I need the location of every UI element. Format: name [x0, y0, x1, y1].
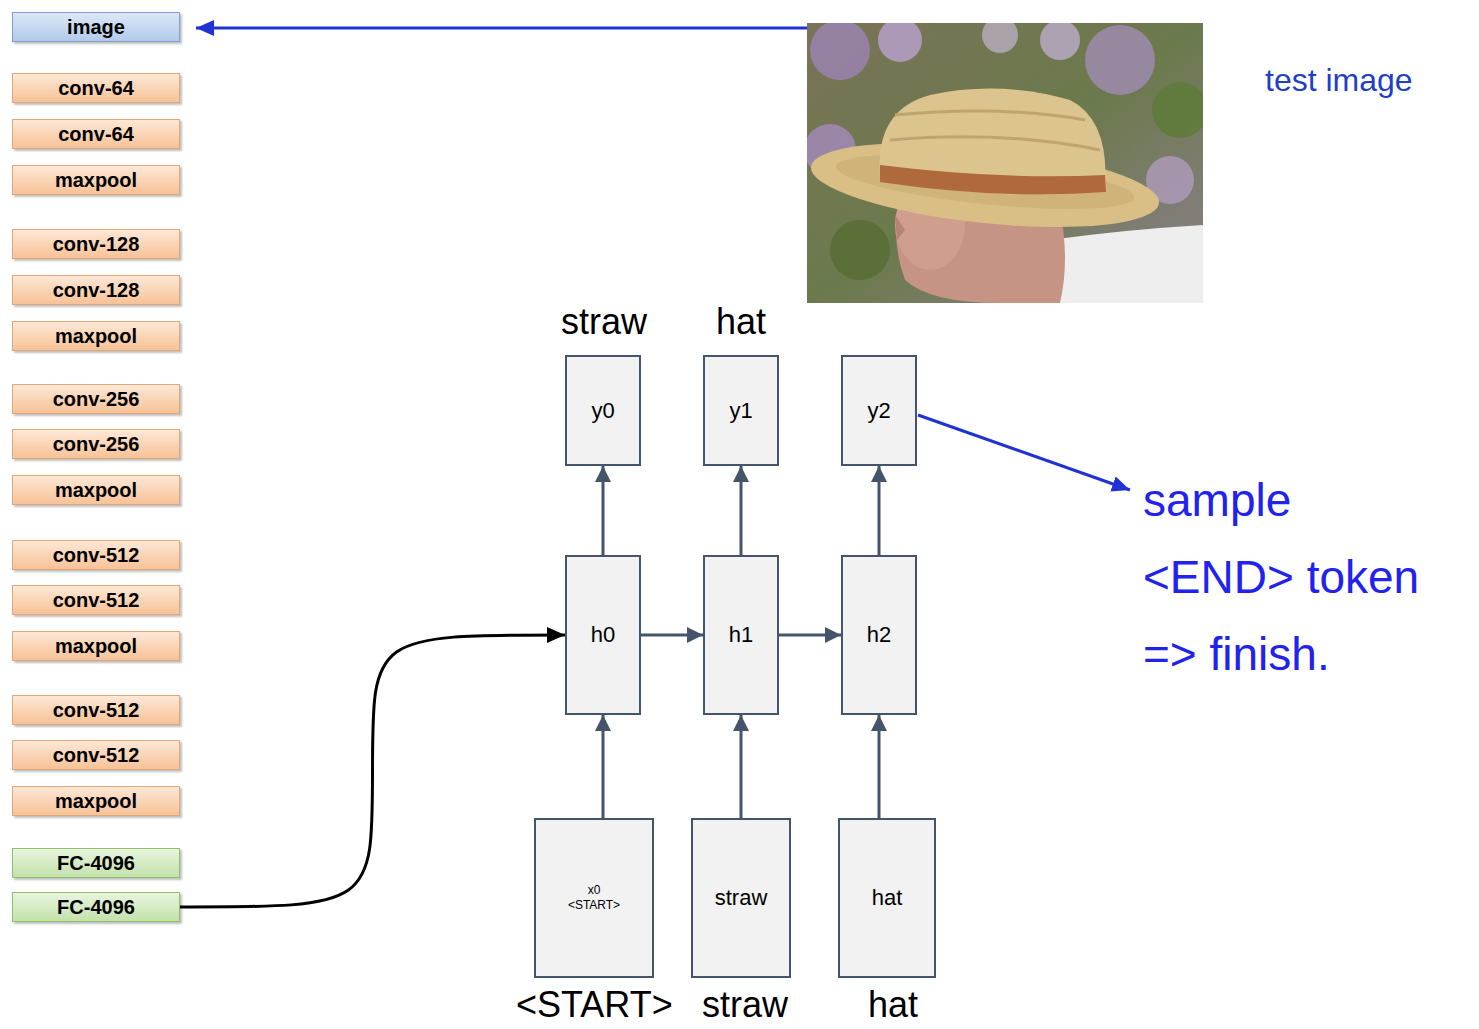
box-text: maxpool	[55, 325, 137, 348]
conv-layer: conv-256	[12, 429, 180, 459]
output-word: hat	[716, 300, 766, 344]
photo-caption: test image	[1265, 60, 1413, 100]
conv-layer: conv-128	[12, 229, 180, 259]
box-text: conv-512	[53, 699, 140, 722]
hidden-box: h2	[841, 555, 917, 715]
flow-arrow	[878, 466, 881, 555]
box-text: <START>	[568, 898, 620, 913]
box-text: h1	[729, 622, 753, 648]
pool-layer: maxpool	[12, 475, 180, 505]
box-text: maxpool	[55, 790, 137, 813]
input-token-box: straw	[691, 818, 791, 978]
box-text: y1	[729, 398, 752, 424]
conv-layer: conv-128	[12, 275, 180, 305]
flow-arrow	[641, 634, 703, 637]
box-text: conv-512	[53, 744, 140, 767]
box-text: conv-256	[53, 433, 140, 456]
box-text: y0	[591, 398, 614, 424]
test-photo	[807, 23, 1203, 303]
box-text: conv-128	[53, 279, 140, 302]
input-token-box: hat	[838, 818, 936, 978]
input-word: hat	[868, 985, 918, 1025]
conv-layer: conv-64	[12, 119, 180, 149]
box-text: FC-4096	[57, 896, 135, 919]
box-text: maxpool	[55, 169, 137, 192]
sample-note: sample <END> token => finish.	[1143, 462, 1438, 693]
input-arrow	[196, 27, 807, 30]
fc-layer: FC-4096	[12, 892, 180, 922]
box-text: conv-512	[53, 544, 140, 567]
box-text: conv-64	[58, 77, 134, 100]
box-text: image	[67, 16, 125, 39]
conv-layer: conv-256	[12, 384, 180, 414]
output-box: y1	[703, 355, 779, 466]
flow-arrow	[740, 466, 743, 555]
hidden-box: h0	[565, 555, 641, 715]
box-text: maxpool	[55, 635, 137, 658]
box-text: conv-64	[58, 123, 134, 146]
conv-layer: conv-512	[12, 740, 180, 770]
flow-arrow	[602, 715, 605, 818]
pool-layer: maxpool	[12, 165, 180, 195]
pool-layer: maxpool	[12, 786, 180, 816]
box-text: conv-256	[53, 388, 140, 411]
box-text: hat	[872, 885, 903, 911]
conv-layer: conv-512	[12, 695, 180, 725]
sample-arrow	[918, 415, 1130, 490]
pool-layer: maxpool	[12, 631, 180, 661]
box-text: FC-4096	[57, 852, 135, 875]
flow-arrow	[779, 634, 841, 637]
box-text: y2	[867, 398, 890, 424]
flow-arrow	[740, 715, 743, 818]
conv-layer: conv-512	[12, 585, 180, 615]
box-text: straw	[715, 885, 768, 911]
flow-arrow	[602, 466, 605, 555]
box-text: conv-128	[53, 233, 140, 256]
input-box: image	[12, 12, 180, 42]
output-box: y2	[841, 355, 917, 466]
box-text: conv-512	[53, 589, 140, 612]
box-text: h2	[867, 622, 891, 648]
hidden-box: h1	[703, 555, 779, 715]
fc-layer: FC-4096	[12, 848, 180, 878]
flow-arrow	[878, 715, 881, 818]
input-word: <START>	[516, 985, 673, 1025]
conv-layer: conv-64	[12, 73, 180, 103]
box-text: h0	[591, 622, 615, 648]
input-word: straw	[702, 985, 788, 1025]
input-token-box: x0<START>	[534, 818, 654, 978]
conv-layer: conv-512	[12, 540, 180, 570]
pool-layer: maxpool	[12, 321, 180, 351]
feature-arrow	[180, 635, 565, 907]
output-word: straw	[561, 300, 647, 344]
box-text: x0	[588, 883, 601, 898]
output-box: y0	[565, 355, 641, 466]
box-text: maxpool	[55, 479, 137, 502]
